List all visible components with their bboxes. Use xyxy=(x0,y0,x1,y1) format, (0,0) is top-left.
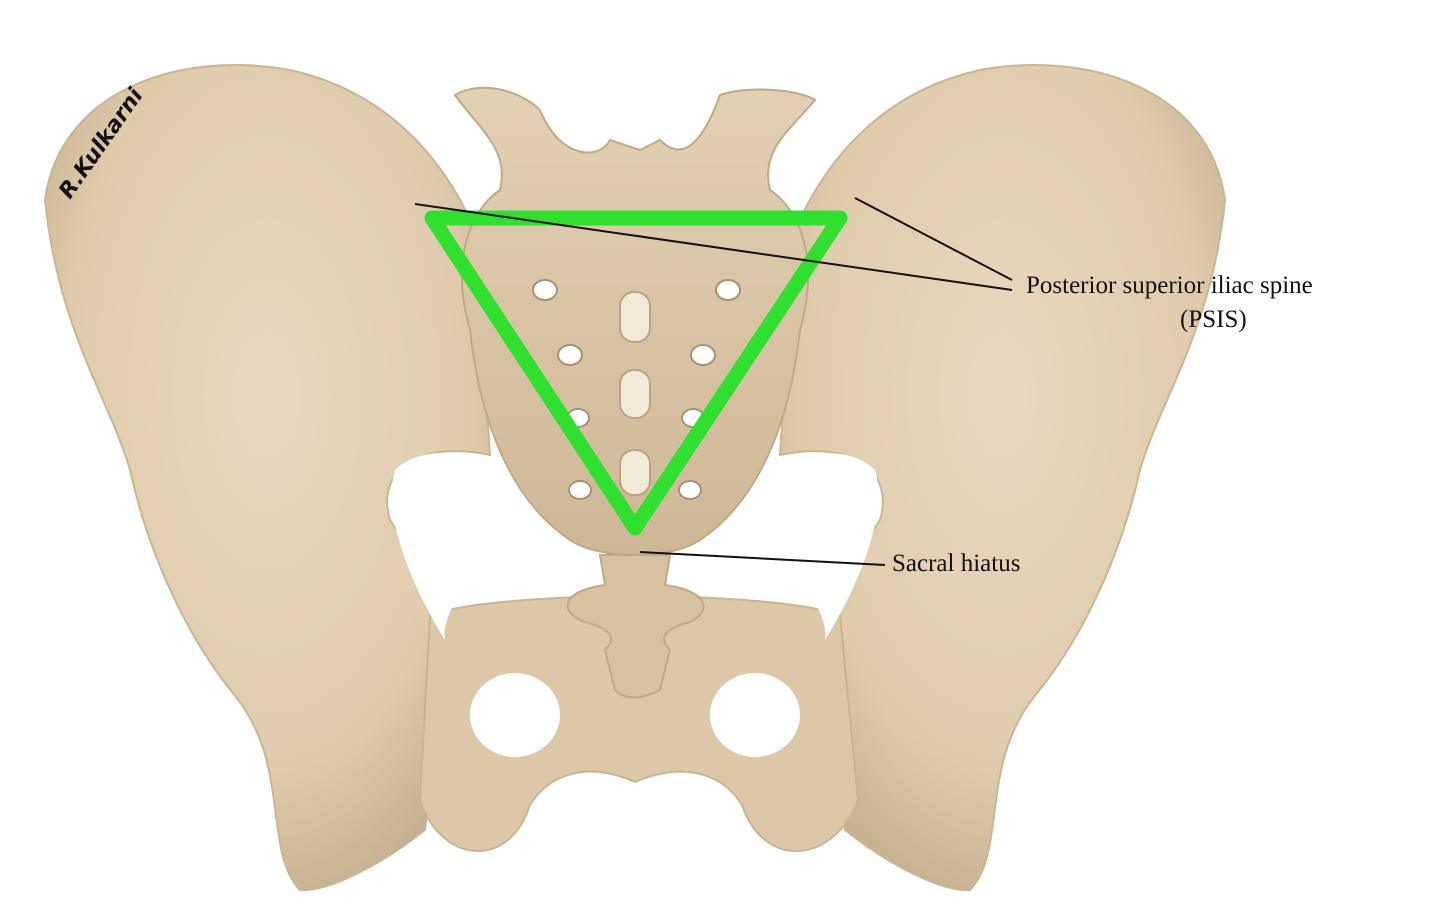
coccyx xyxy=(566,554,705,699)
psis-leader-left xyxy=(414,203,1013,291)
sacral-foramina xyxy=(532,279,741,500)
sacral-hiatus-label: Sacral hiatus xyxy=(892,550,1021,577)
sacral-triangle xyxy=(424,210,848,536)
psis-label: Posterior superior iliac spine xyxy=(1026,272,1313,299)
sacral-hiatus-leader xyxy=(639,551,886,566)
median-sacral-crest xyxy=(619,291,651,496)
left-pelvic-opening xyxy=(391,453,520,640)
left-obturator-foramen xyxy=(470,673,560,757)
psis-abbr-label: (PSIS) xyxy=(1180,306,1247,333)
psis-leader-right xyxy=(854,197,1013,281)
right-pelvic-opening xyxy=(750,453,879,640)
pubic-arch xyxy=(418,595,860,853)
right-obturator-foramen xyxy=(710,673,800,757)
